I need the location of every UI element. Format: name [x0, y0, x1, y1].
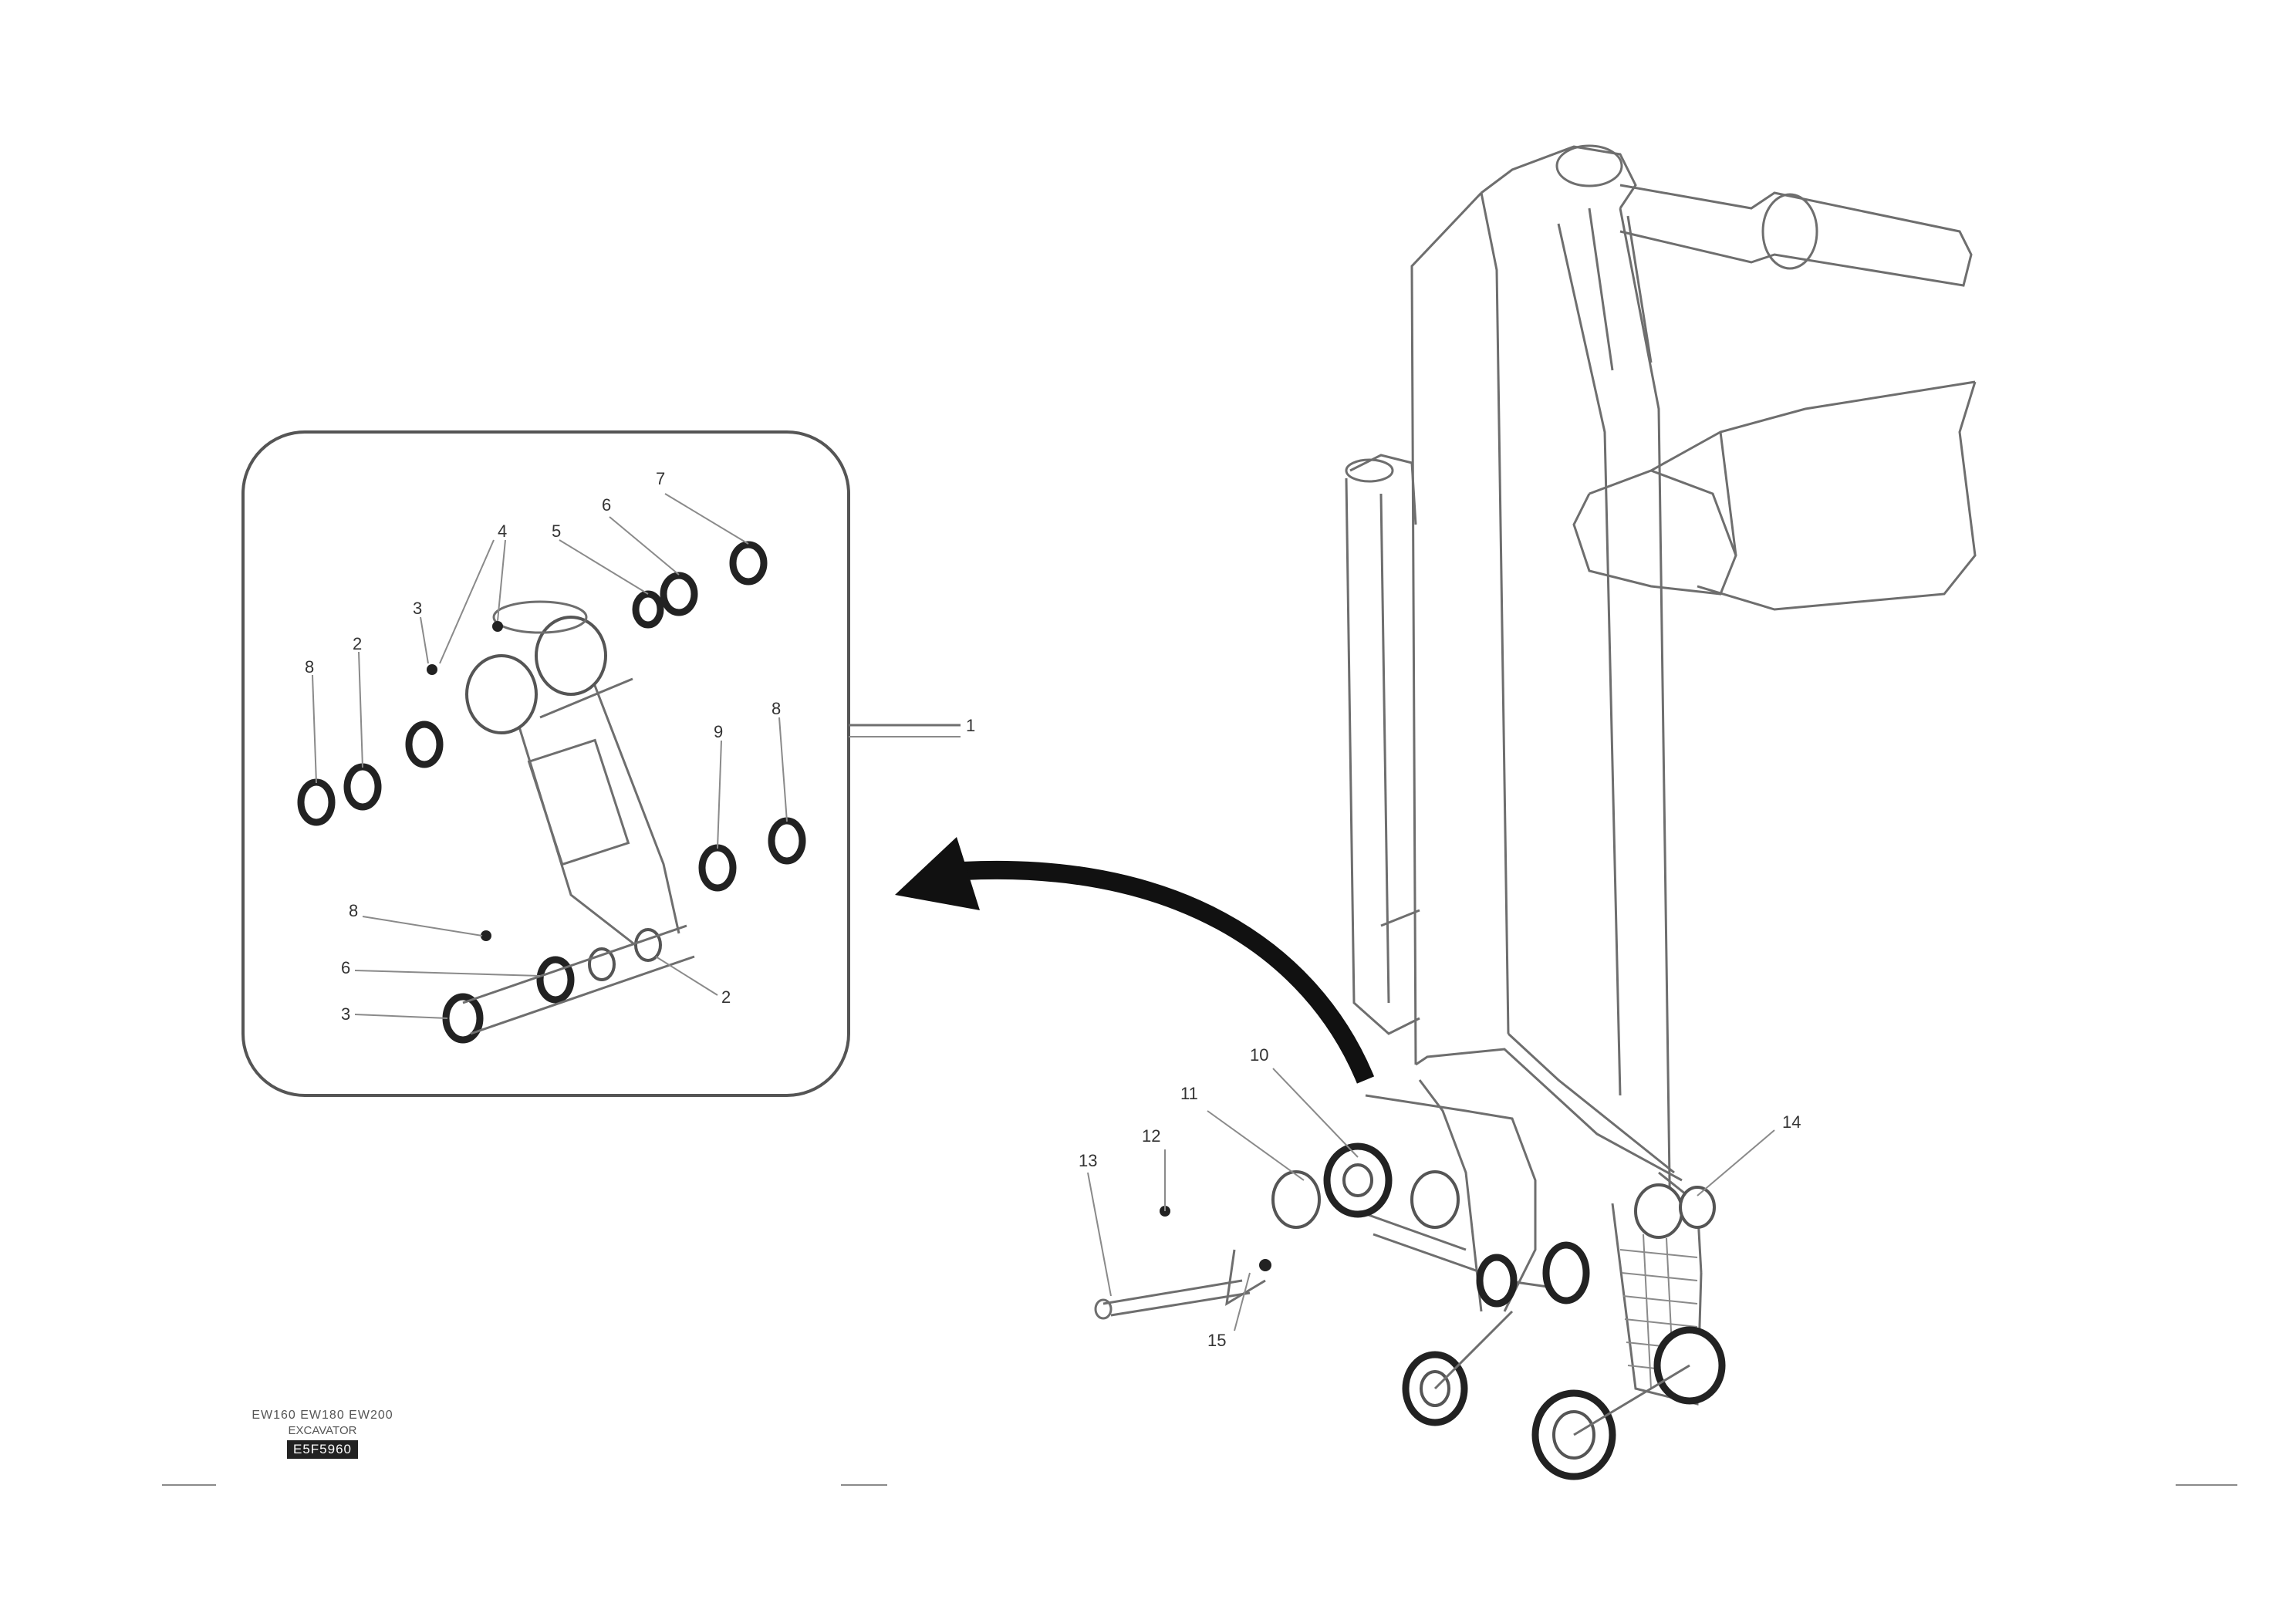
- label-seal-b: 3: [413, 599, 422, 618]
- main-labels: 10 11 12 13 14 15: [1079, 1045, 1801, 1350]
- detail-callout: 7 6 5 4 3 2 8 9 8 8 6 3 2 1: [241, 430, 975, 1097]
- label-lower-a: 8: [349, 901, 358, 920]
- label-main-d: 13: [1079, 1151, 1097, 1170]
- label-main-a: 10: [1250, 1045, 1268, 1065]
- label-main-b: 11: [1180, 1084, 1198, 1103]
- label-main-c: 12: [1142, 1126, 1160, 1146]
- label-shim-a: 8: [305, 657, 314, 677]
- label-bushing-left: 5: [552, 521, 561, 541]
- label-bushing-mid: 6: [602, 495, 611, 515]
- label-washer-a: 2: [353, 634, 362, 653]
- label-detail-ref: 1: [966, 716, 975, 735]
- label-seal-a: 4: [498, 521, 507, 541]
- detail-arrow: [895, 837, 1375, 1084]
- label-bushing-top: 7: [656, 469, 665, 488]
- stamp-models: EW160 EW180 EW200: [252, 1409, 393, 1422]
- label-washer-right-a: 9: [714, 722, 723, 741]
- label-washer-right-b: 8: [772, 699, 781, 718]
- drawing-stamp: EW160 EW180 EW200 EXCAVATOR E5F5960: [245, 1409, 400, 1459]
- main-leader-lines: [1087, 1068, 1775, 1331]
- label-main-f: 15: [1207, 1331, 1226, 1350]
- label-lower-b: 6: [341, 958, 350, 977]
- stamp-type: EXCAVATOR: [288, 1424, 357, 1437]
- stamp-code: E5F5960: [287, 1440, 358, 1459]
- label-main-e: 14: [1782, 1112, 1801, 1132]
- label-link-bottom: 2: [721, 987, 731, 1007]
- label-lower-c: 3: [341, 1004, 350, 1024]
- excavator-arm: [1094, 144, 1977, 1480]
